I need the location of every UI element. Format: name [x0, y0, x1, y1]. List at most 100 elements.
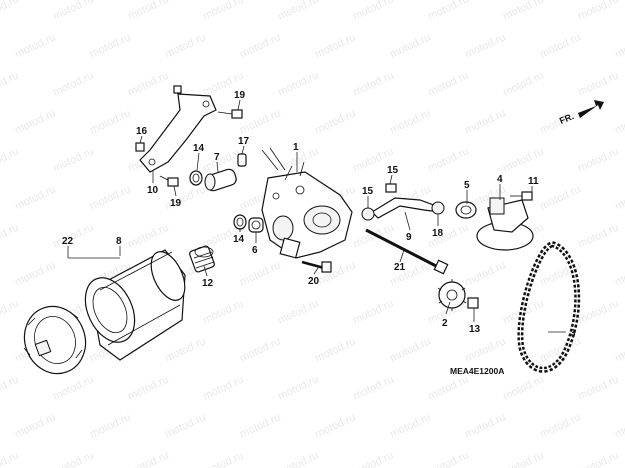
callout-22: 22 [62, 236, 74, 247]
watermark-text: motod.ru [313, 335, 357, 364]
callout-8: 8 [116, 236, 122, 247]
watermark-text: motod.ru [613, 259, 625, 288]
watermark-text: motod.ru [538, 183, 582, 212]
watermark-text: motod.ru [238, 107, 282, 136]
watermark-text: motod.ru [388, 107, 432, 136]
watermark-text: motod.ru [501, 373, 545, 402]
watermark-text: motod.ru [501, 145, 545, 174]
oil-pump-body-part[interactable] [261, 147, 353, 259]
watermark-text: motod.ru [126, 0, 170, 23]
strainer-seal-part[interactable] [455, 201, 477, 219]
watermark-text: motod.ru [463, 335, 507, 364]
pump-collar-part[interactable] [204, 168, 237, 192]
callout-5: 5 [464, 180, 470, 191]
watermark-text: motod.ru [51, 373, 95, 402]
watermark-text: motod.ru [201, 0, 245, 23]
callout-21: 21 [394, 262, 406, 273]
watermark-text: motod.ru [501, 0, 545, 23]
sprocket-bolt-part[interactable] [467, 297, 479, 309]
dowel-pin-part[interactable] [237, 153, 247, 167]
watermark-text: motod.ru [576, 145, 620, 174]
watermark-text: motod.ru [613, 335, 625, 364]
watermark-text: motod.ru [238, 259, 282, 288]
callout-19-lower: 19 [170, 198, 182, 209]
watermark-text: motod.ru [463, 411, 507, 440]
watermark-text: motod.ru [0, 373, 21, 402]
callout-12: 12 [202, 278, 214, 289]
watermark-text: motod.ru [126, 69, 170, 98]
watermark-text: motod.ru [13, 107, 57, 136]
collar-lower-part[interactable] [248, 217, 264, 233]
watermark-text: motod.ru [276, 69, 320, 98]
watermark-text: motod.ru [388, 335, 432, 364]
watermark-text: motod.ru [613, 107, 625, 136]
long-bolt-part[interactable] [365, 228, 449, 275]
callout-18: 18 [432, 228, 444, 239]
watermark-text: motod.ru [126, 449, 170, 468]
bolt-19-upper-part[interactable] [217, 109, 243, 119]
watermark-text: motod.ru [313, 259, 357, 288]
watermark-text: motod.ru [0, 69, 21, 98]
watermark-text: motod.ru [13, 259, 57, 288]
watermark-text: motod.ru [0, 145, 21, 174]
watermark-text: motod.ru [13, 31, 57, 60]
watermark-text: motod.ru [238, 31, 282, 60]
callout-20: 20 [308, 276, 320, 287]
drive-chain-part[interactable] [517, 240, 581, 373]
watermark-text: motod.ru [0, 297, 21, 326]
o-ring-lower-part[interactable] [233, 214, 247, 230]
callout-16: 16 [136, 126, 148, 137]
watermark-text: motod.ru [351, 221, 395, 250]
callout-11: 11 [528, 176, 539, 187]
callout-10: 10 [147, 185, 159, 196]
watermark-text: motod.ru [313, 411, 357, 440]
watermark-text: motod.ru [276, 449, 320, 468]
watermark-text: motod.ru [88, 411, 132, 440]
callout-15-upper: 15 [387, 165, 399, 176]
watermark-text: motod.ru [238, 335, 282, 364]
oil-pipe-bracket-part[interactable] [139, 93, 217, 173]
o-ring-part[interactable] [189, 170, 203, 186]
watermark-text: motod.ru [126, 221, 170, 250]
oil-strainer-part[interactable] [476, 197, 534, 251]
callout-19-upper: 19 [234, 90, 246, 101]
callout-17: 17 [238, 136, 250, 147]
watermark-text: motod.ru [613, 183, 625, 212]
diagram-code: MEA4E1200A [450, 366, 504, 376]
callout-labels: 1 2 3 4 5 6 7 8 9 10 11 12 13 14 14 15 1… [62, 90, 576, 339]
watermark-text: motod.ru [13, 411, 57, 440]
watermark-text: motod.ru [163, 335, 207, 364]
watermark-text: motod.ru [51, 145, 95, 174]
watermark-text: motod.ru [576, 69, 620, 98]
leader-lines [67, 99, 566, 333]
watermark-text: motod.ru [351, 0, 395, 23]
watermark-text: motod.ru [163, 411, 207, 440]
bolt-19-lower-part[interactable] [159, 175, 179, 187]
watermark-text: motod.ru [426, 449, 470, 468]
strainer-bolt-part[interactable] [510, 191, 533, 201]
watermark-text: motod.ru [463, 107, 507, 136]
watermark-text: motod.ru [313, 107, 357, 136]
filter-cap-part[interactable] [15, 298, 95, 382]
callout-13: 13 [469, 324, 481, 335]
watermark-text: motod.ru [501, 297, 545, 326]
bolt-20-part[interactable] [301, 260, 332, 273]
callout-3: 3 [570, 328, 576, 339]
watermark-text: motod.ru [426, 145, 470, 174]
watermark-text: motod.ru [88, 107, 132, 136]
watermark-text: motod.ru [276, 373, 320, 402]
watermark-text: motod.ru [388, 31, 432, 60]
watermark-text: motod.ru [576, 449, 620, 468]
callout-14-upper: 14 [193, 143, 205, 154]
pump-sprocket-part[interactable] [437, 279, 467, 311]
watermark-text: motod.ru [51, 221, 95, 250]
watermark-text: motod.ru [201, 373, 245, 402]
watermark-text: motod.ru [388, 411, 432, 440]
watermark-text: motod.ru [463, 31, 507, 60]
filter-adapter-part[interactable] [189, 245, 215, 273]
callout-4: 4 [497, 174, 503, 185]
watermark-text: motod.ru [51, 69, 95, 98]
oil-filter-part[interactable] [76, 247, 192, 361]
watermark-text: motod.ru [576, 297, 620, 326]
oil-pipe-part[interactable] [361, 183, 445, 221]
